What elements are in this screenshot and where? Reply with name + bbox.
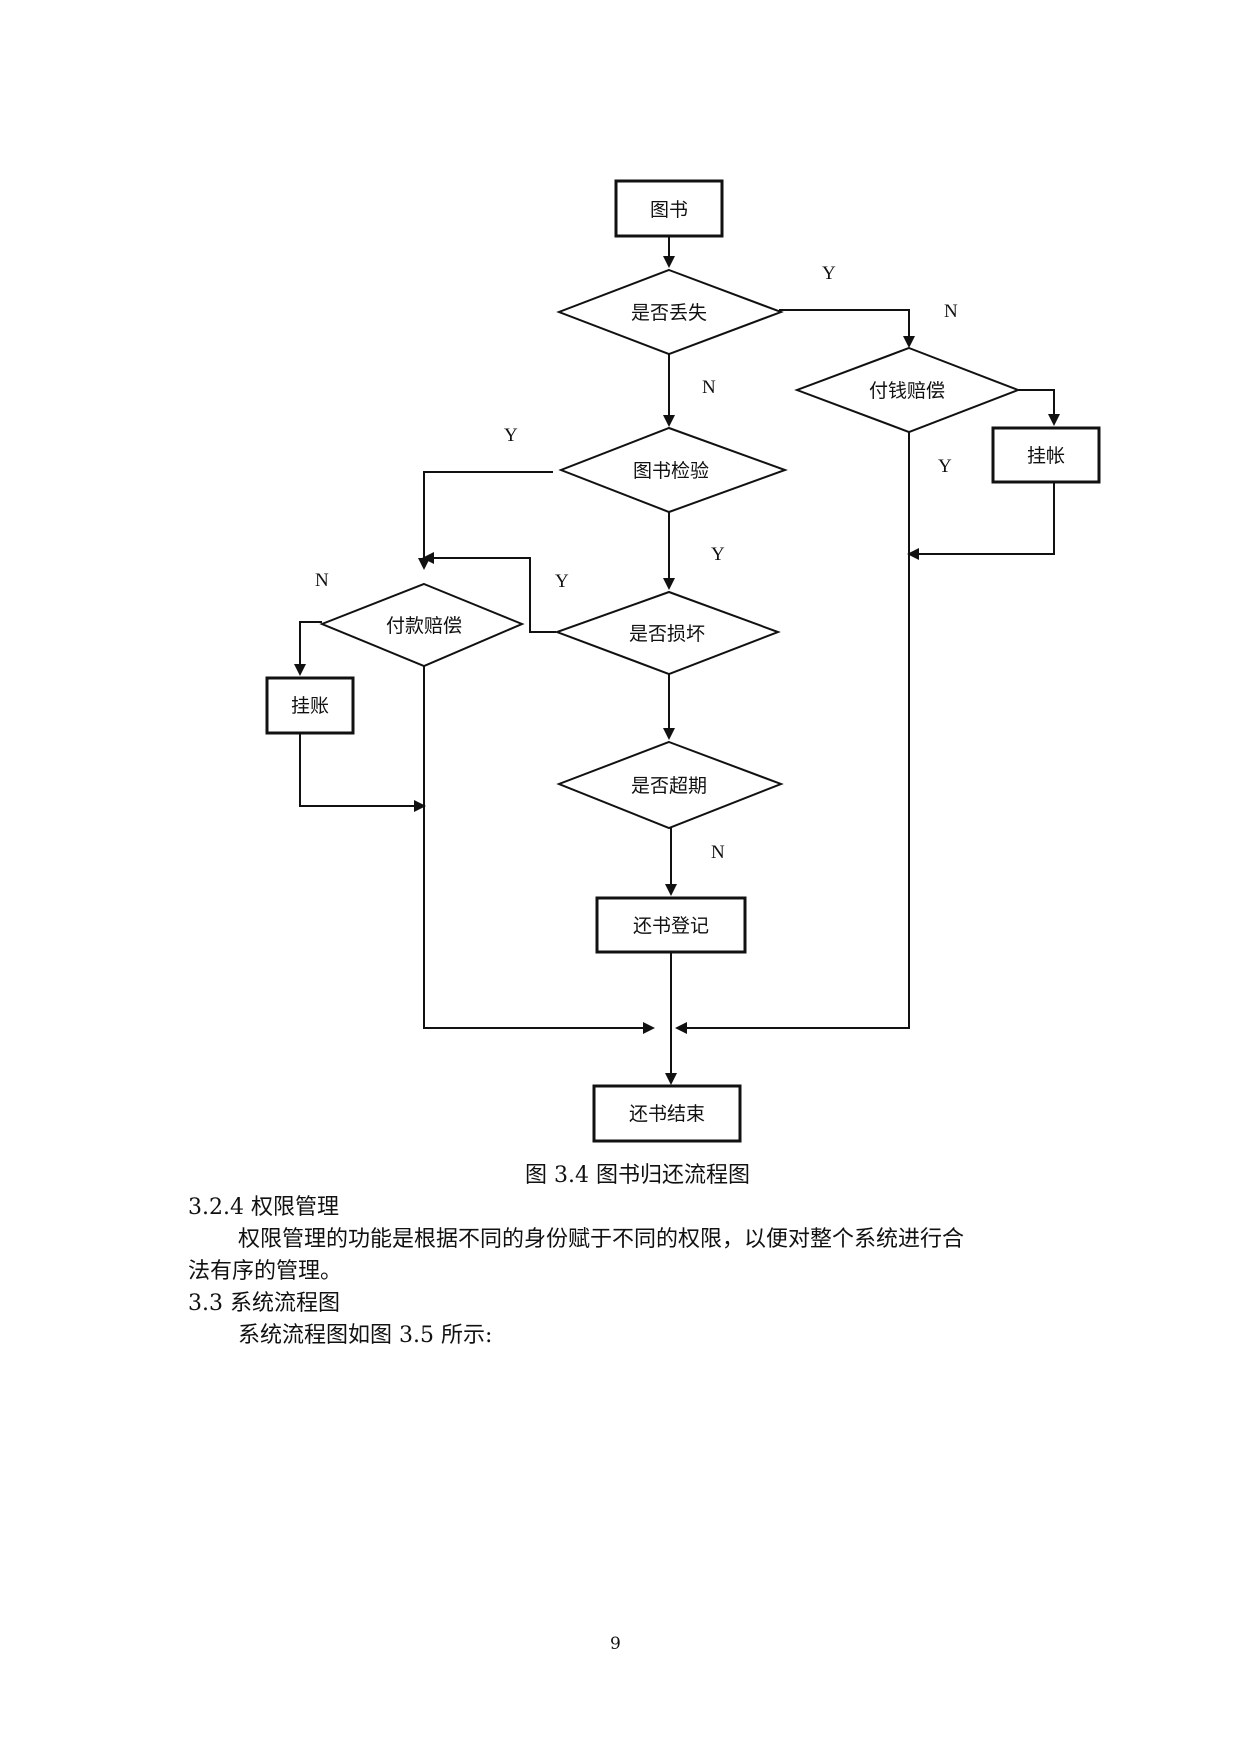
node-credit-left: 挂账 [265,676,355,735]
node-register: 还书登记 [595,896,747,954]
node-register-label: 还书登记 [633,915,709,937]
book-return-flowchart: 图书 是否丢失 付钱赔偿 挂帐 图书检验 付款赔偿 是否损坏 挂账 [265,179,1101,1143]
node-end: 还书结束 [592,1084,742,1143]
label-inspect-yes-down: Y [711,544,725,565]
node-end-label: 还书结束 [629,1103,705,1125]
edge-pay-fee-to-credit-left [294,621,322,676]
node-credit-left-label: 挂账 [291,695,329,717]
node-inspect-label: 图书检验 [633,460,709,482]
edge-lost-to-pay-money [779,309,915,348]
edge-credit-left-to-left-line [299,733,426,812]
section-3-2-4-heading: 3.2.4 权限管理 [188,1195,339,1220]
label-lost-yes: Y [822,263,836,284]
node-pay-fee: 付款赔偿 [319,582,525,668]
edge-credit-right-to-right-line [907,482,1055,560]
section-3-2-4-paragraph-line1: 权限管理的功能是根据不同的身份赋于不同的权限，以便对整个系统进行合 [238,1227,965,1252]
node-overdue: 是否超期 [556,740,784,830]
label-lost-no-right: N [944,301,958,322]
node-credit-right-label: 挂帐 [1027,445,1065,467]
section-3-3-heading: 3.3 系统流程图 [188,1291,340,1316]
label-pay-fee-no: N [315,570,329,591]
node-overdue-label: 是否超期 [631,775,707,797]
edge-left-line-to-end [423,666,655,1034]
node-damaged: 是否损坏 [554,590,781,676]
edge-right-line-to-end [675,432,910,1034]
edge-inspect-to-pay-fee [418,471,553,570]
node-lost: 是否丢失 [556,268,784,356]
node-book: 图书 [614,179,724,238]
node-credit-right: 挂帐 [991,426,1101,484]
label-inspect-yes-left: Y [504,425,518,446]
node-inspect: 图书检验 [558,426,788,514]
section-3-3-paragraph: 系统流程图如图 3.5 所示: [238,1323,493,1348]
node-pay-fee-label: 付款赔偿 [386,615,462,637]
node-pay-money: 付钱赔偿 [794,346,1021,434]
page-number: 9 [610,1634,621,1654]
node-lost-label: 是否丢失 [631,302,707,324]
edge-damaged-to-pay-fee [422,552,556,633]
flowchart-edges [294,236,1060,1085]
label-damaged-yes: Y [555,571,569,592]
node-book-label: 图书 [650,199,688,221]
node-pay-money-label: 付钱赔偿 [869,380,945,402]
label-lost-no-down: N [702,377,716,398]
branch-labels: Y N N Y Y Y Y N N [315,263,958,863]
figure-caption: 图 3.4 图书归还流程图 [525,1163,750,1188]
label-pay-money-yes: Y [938,456,952,477]
label-overdue-no: N [711,842,725,863]
node-damaged-label: 是否损坏 [629,623,705,645]
section-3-2-4-paragraph-line2: 法有序的管理。 [188,1259,343,1284]
edge-pay-money-to-credit-right [1016,389,1060,426]
